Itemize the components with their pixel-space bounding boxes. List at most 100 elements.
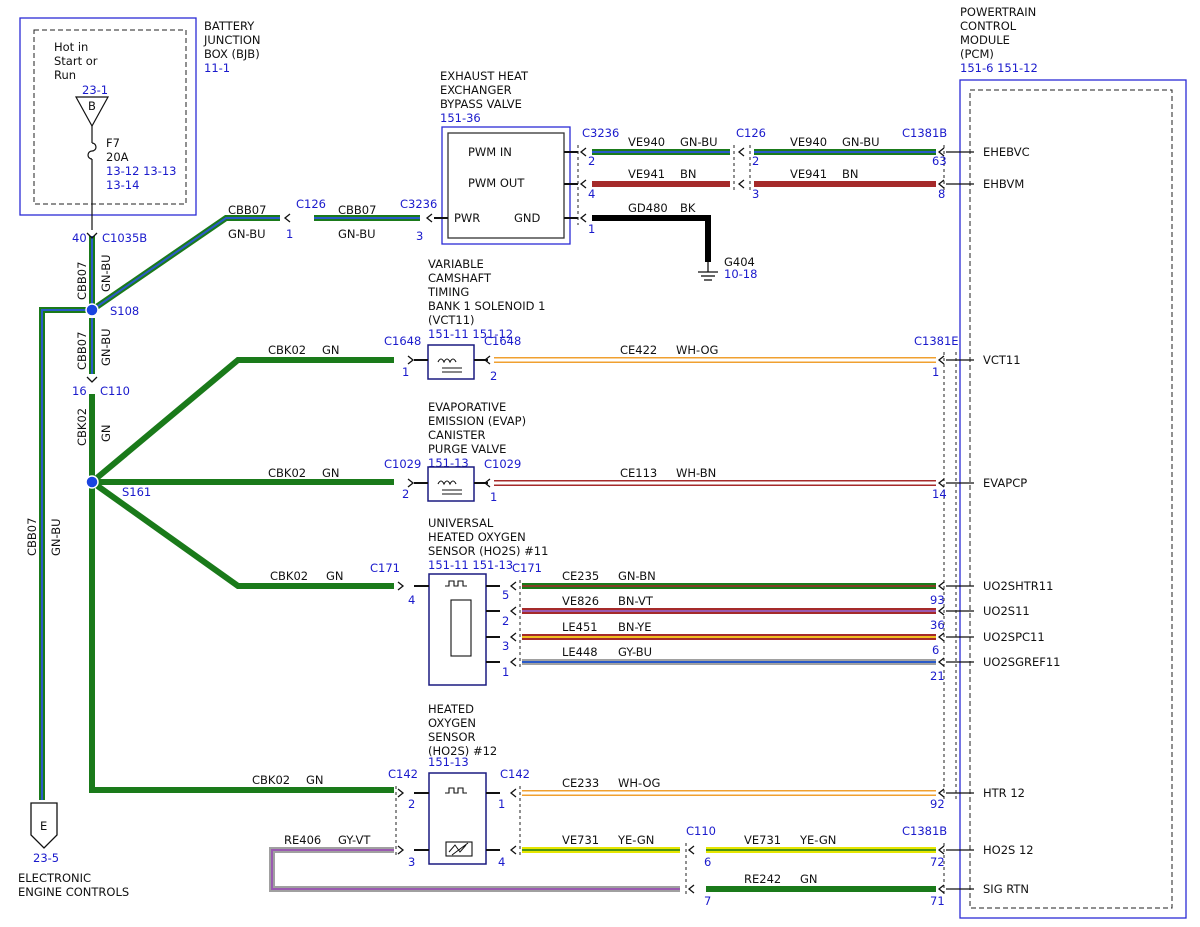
vct-title-4: BANK 1 SOLENOID 1	[428, 299, 545, 313]
svg-text:1: 1	[286, 227, 293, 241]
svg-text:GD480: GD480	[628, 201, 668, 215]
svg-text:2: 2	[588, 154, 595, 168]
svg-text:C1381B: C1381B	[902, 126, 947, 140]
svg-text:8: 8	[938, 187, 945, 201]
fuse-ref-2: 13-14	[106, 178, 139, 192]
heater-element-icon	[445, 787, 467, 794]
heater-element-icon	[445, 580, 467, 587]
pcm-module: POWERTRAIN CONTROL MODULE (PCM) 151-6 15…	[943, 5, 1187, 919]
ho2s12-title-4: (HO2S) #12	[428, 744, 497, 758]
svg-text:CBK02: CBK02	[268, 466, 306, 480]
svg-text:GY-VT: GY-VT	[338, 833, 371, 847]
svg-text:2: 2	[402, 487, 409, 501]
svg-text:C110: C110	[100, 384, 130, 398]
svg-text:VE826: VE826	[562, 594, 599, 608]
evap-title-2: EMISSION (EVAP)	[428, 414, 526, 428]
svg-text:C1381B: C1381B	[902, 824, 947, 838]
eec-title-2: ENGINE CONTROLS	[18, 885, 129, 899]
svg-text:C1035B: C1035B	[102, 231, 147, 245]
ho2s-11-sensor: UNIVERSAL HEATED OXYGEN SENSOR (HO2S) #1…	[414, 516, 548, 686]
svg-text:7: 7	[704, 894, 711, 908]
svg-text:GN-BN: GN-BN	[618, 569, 656, 583]
evap-title-1: EVAPORATIVE	[428, 400, 506, 414]
bjb-title-1: BATTERY	[204, 19, 255, 33]
wire-cbk02	[89, 357, 394, 793]
svg-text:BN: BN	[680, 167, 697, 181]
svg-text:C1029: C1029	[484, 457, 521, 471]
svg-text:C1648: C1648	[384, 334, 421, 348]
eec-connector-icon	[30, 802, 58, 849]
bjb-title-2: JUNCTION	[203, 33, 261, 47]
svg-text:VE940: VE940	[790, 135, 827, 149]
ehx-title-2: EXCHANGER	[440, 83, 512, 97]
svg-text:YE-GN: YE-GN	[799, 833, 836, 847]
ehx-gnd-label: GND	[514, 211, 541, 225]
svg-text:GN-BU: GN-BU	[338, 227, 376, 241]
svg-text:16: 16	[72, 384, 87, 398]
ground-name: G404	[724, 255, 755, 269]
pcm-pin-htr12: HTR 12	[983, 786, 1025, 800]
pcm-pin-vct11: VCT11	[983, 353, 1021, 367]
pcm-pin-evapcp: EVAPCP	[983, 476, 1027, 490]
svg-text:RE242: RE242	[744, 872, 781, 886]
svg-text:CE422: CE422	[620, 343, 657, 357]
ehx-pwr-label: PWR	[454, 211, 480, 225]
ho2s11-title-1: UNIVERSAL	[428, 516, 494, 530]
ground-ref: 10-18	[724, 267, 757, 281]
splice-s108-label: S108	[110, 304, 139, 318]
svg-text:VE941: VE941	[790, 167, 827, 181]
ehx-ref: 151-36	[440, 111, 481, 125]
svg-text:LE451: LE451	[562, 620, 598, 634]
ho2s12-title-3: SENSOR	[428, 730, 476, 744]
electronic-engine-controls: E 23-5 ELECTRONIC ENGINE CONTROLS	[18, 802, 129, 899]
svg-text:WH-BN: WH-BN	[676, 466, 716, 480]
svg-text:1: 1	[502, 665, 509, 679]
svg-text:GN: GN	[306, 773, 324, 787]
eec-letter: E	[40, 819, 47, 833]
svg-text:GN-BU: GN-BU	[99, 254, 113, 292]
svg-text:C1381E: C1381E	[914, 334, 959, 348]
bjb-ref: 11-1	[204, 61, 230, 75]
svg-text:C171: C171	[512, 561, 542, 575]
svg-text:6: 6	[932, 643, 939, 657]
solenoid-coil-icon	[437, 480, 457, 486]
svg-text:40: 40	[72, 231, 87, 245]
svg-text:CBB07: CBB07	[228, 203, 266, 217]
svg-text:GY-BU: GY-BU	[618, 645, 652, 659]
svg-text:3: 3	[752, 187, 759, 201]
wires	[39, 149, 936, 892]
svg-text:VE940: VE940	[628, 135, 665, 149]
pcm-refs: 151-6 151-12	[960, 61, 1038, 75]
pcm-pin-ho2s12: HO2S 12	[983, 843, 1034, 857]
fuse-ref-1: 13-12 13-13	[106, 164, 177, 178]
pcm-pin-uo2sgref11: UO2SGREF11	[983, 655, 1061, 669]
svg-text:C1029: C1029	[384, 457, 421, 471]
svg-text:3: 3	[408, 855, 415, 869]
svg-text:CBB07: CBB07	[75, 262, 89, 300]
evap-title-3: CANISTER	[428, 428, 485, 442]
ho2s11-refs: 151-11 151-13	[428, 558, 513, 572]
svg-text:C110: C110	[686, 824, 716, 838]
splice-s108	[85, 303, 99, 317]
fuse-rating: 20A	[106, 150, 129, 164]
fuse-name: F7	[106, 136, 120, 150]
svg-text:GN-BU: GN-BU	[842, 135, 880, 149]
svg-text:4: 4	[588, 187, 595, 201]
svg-text:WH-OG: WH-OG	[676, 343, 718, 357]
svg-text:GN-BU: GN-BU	[49, 518, 63, 556]
fuse-icon	[87, 142, 97, 160]
svg-text:GN-BU: GN-BU	[680, 135, 718, 149]
eec-title-1: ELECTRONIC	[18, 871, 91, 885]
svg-text:CBK02: CBK02	[252, 773, 290, 787]
eec-ref: 23-5	[33, 851, 59, 865]
svg-text:CE113: CE113	[620, 466, 657, 480]
splice-s161-label: S161	[122, 485, 151, 499]
bjb-hot-3: Run	[54, 68, 76, 82]
ehx-title-3: BYPASS VALVE	[440, 97, 522, 111]
svg-text:GN: GN	[326, 569, 344, 583]
svg-text:VE731: VE731	[562, 833, 599, 847]
svg-text:GN: GN	[322, 343, 340, 357]
connector-chevrons	[86, 147, 945, 894]
vct-title-1: VARIABLE	[428, 257, 484, 271]
bjb-source-letter: B	[88, 99, 96, 113]
